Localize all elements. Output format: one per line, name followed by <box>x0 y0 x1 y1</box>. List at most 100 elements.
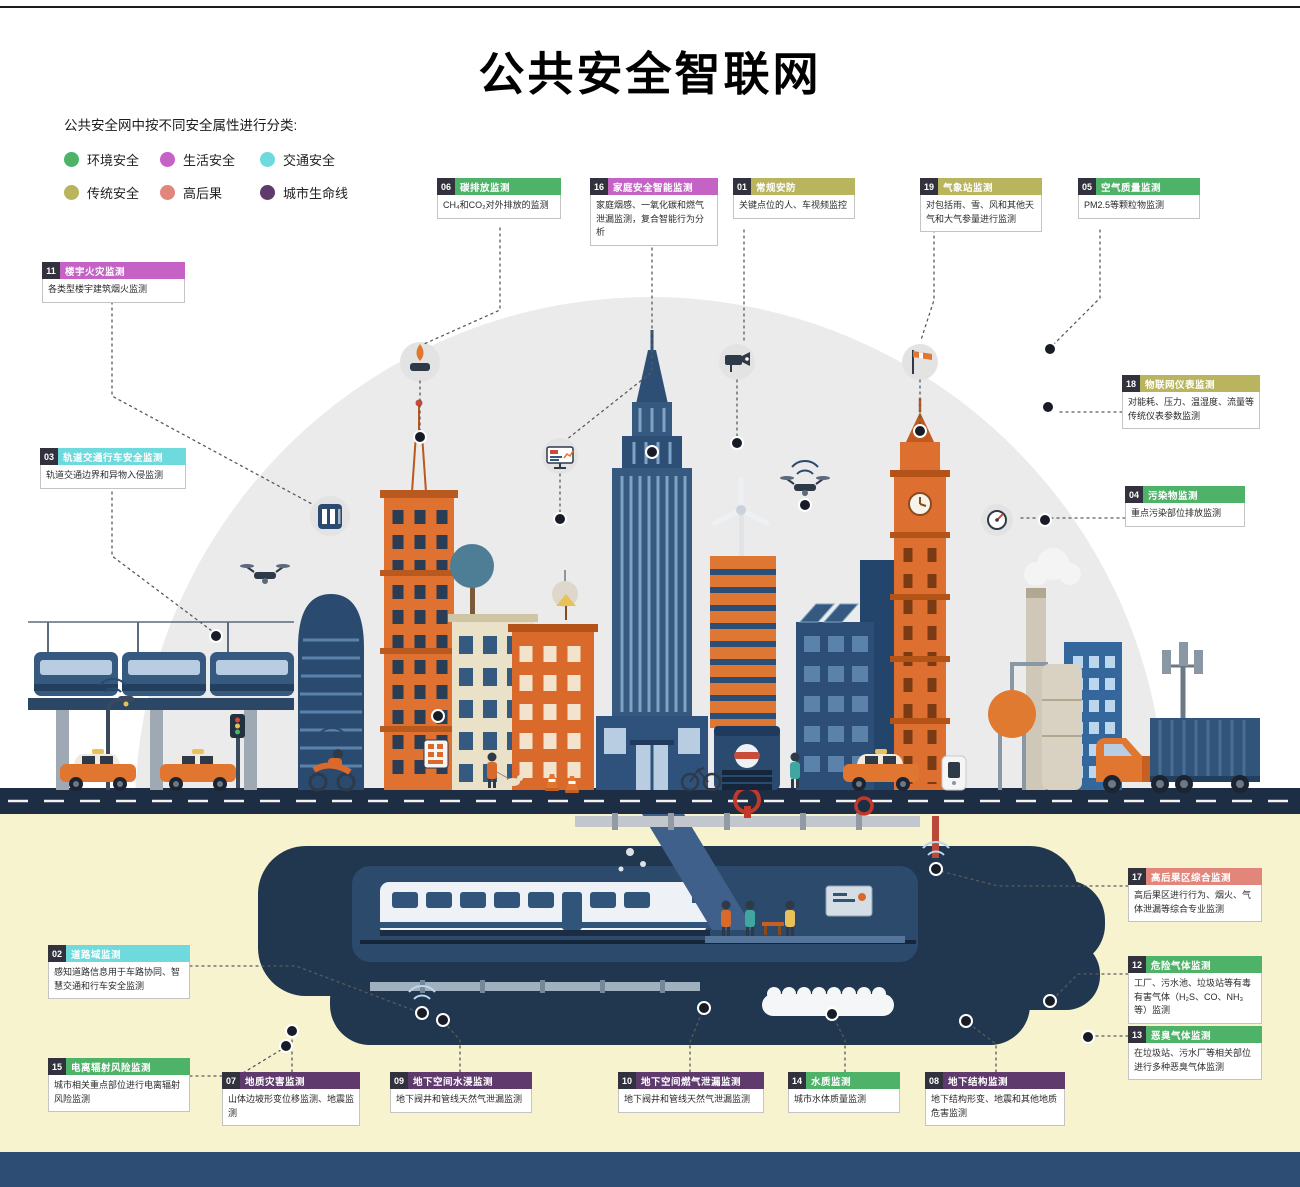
callout-title: 地下空间燃气泄漏监测 <box>636 1072 764 1089</box>
legend-label: 交通安全 <box>283 153 336 168</box>
drop-pipe <box>932 816 939 858</box>
windsock-icon <box>902 344 938 380</box>
legend-item-environment: 环境安全 <box>64 150 160 169</box>
water-pool <box>762 987 894 1016</box>
solar-panel-icon <box>822 603 860 623</box>
valve-wheel-icon <box>854 796 874 816</box>
subway-entrance <box>714 726 780 790</box>
callout-body: 家庭烟感、一氧化碳和燃气泄漏监测，复合智能行为分析 <box>590 195 718 246</box>
callout-number: 18 <box>1122 375 1140 392</box>
radome <box>552 570 578 607</box>
callout-title: 地质灾害监测 <box>240 1072 360 1089</box>
callout-body: CH₄和CO₂对外排放的监测 <box>437 195 561 219</box>
pressure-gauge-icon <box>981 504 1013 536</box>
legend-intro: 公共安全网中按不同安全属性进行分类: <box>64 118 298 133</box>
callout-title: 物联网仪表监测 <box>1140 375 1260 392</box>
callout-title: 电离辐射风险监测 <box>66 1058 190 1075</box>
clock-tower <box>890 398 950 790</box>
callout-number: 15 <box>48 1058 66 1075</box>
sphere-tank <box>988 690 1036 738</box>
chimney <box>1024 548 1081 790</box>
battery-meter-icon <box>310 496 350 536</box>
legend-label: 城市生命线 <box>283 186 349 201</box>
wifi-signal-icons <box>99 460 950 1000</box>
callout-body: 感知道路信息用于车路协同、智慧交通和行车安全监测 <box>48 962 190 999</box>
street-level <box>60 475 967 793</box>
callout-number: 01 <box>733 178 751 195</box>
solar-panel-icon <box>798 603 836 623</box>
legend-item-high-consequence: 高后果 <box>160 183 260 202</box>
traffic-light <box>230 714 245 788</box>
legend-label: 传统安全 <box>87 186 140 201</box>
callout-body: 地下阀井和管线天然气泄漏监测 <box>618 1089 764 1113</box>
bicycle <box>680 767 722 792</box>
striped-building <box>710 556 776 728</box>
elevated-rail <box>28 621 294 790</box>
callout-number: 10 <box>618 1072 636 1089</box>
callout-number: 19 <box>920 178 938 195</box>
callout-title: 地下结构监测 <box>943 1072 1065 1089</box>
callout-title: 危险气体监测 <box>1146 956 1262 973</box>
legend: 公共安全网中按不同安全属性进行分类: 环境安全 生活安全 交通安全 传统安全 高… <box>64 114 376 202</box>
top-rule <box>0 6 1300 8</box>
callout-number: 12 <box>1128 956 1146 973</box>
connector-lines <box>111 227 1129 1077</box>
olive-dot-icon <box>64 185 79 200</box>
orange-tower <box>380 399 458 790</box>
monitor-icon <box>542 438 578 474</box>
legend-item-traffic: 交通安全 <box>260 150 376 169</box>
legend-item-lifeline: 城市生命线 <box>260 183 376 202</box>
bottom-band <box>0 1152 1300 1187</box>
taxi-car <box>60 749 136 791</box>
cctv-camera-icon <box>719 344 755 380</box>
callout-number: 06 <box>437 178 455 195</box>
callout-body: 对包括雨、雪、风和其他天气和大气参量进行监测 <box>920 195 1042 232</box>
callout-title: 污染物监测 <box>1143 486 1245 503</box>
wind-turbine <box>712 477 770 576</box>
platform-display <box>825 885 873 917</box>
callout-title: 常规安防 <box>751 178 855 195</box>
callout-body: 重点污染部位排放监测 <box>1125 503 1245 527</box>
bubbles <box>618 848 646 872</box>
callout-number: 07 <box>222 1072 240 1089</box>
callout-body: 各类型楼宇建筑烟火监测 <box>42 279 185 303</box>
info-kiosk <box>941 755 967 791</box>
legend-item-life: 生活安全 <box>160 150 260 169</box>
callout-number: 02 <box>48 945 66 962</box>
callout-body: 高后果区进行行为、烟火、气体泄漏等综合专业监测 <box>1128 885 1262 922</box>
callout-body: 城市相关重点部位进行电离辐射风险监测 <box>48 1075 190 1112</box>
purple-dot-icon <box>260 185 275 200</box>
sensor-nodes <box>209 342 1095 1053</box>
rounded-navy-building <box>298 594 364 790</box>
callout-number: 14 <box>788 1072 806 1089</box>
legend-label: 高后果 <box>183 186 223 201</box>
dog <box>496 771 523 786</box>
flame-burner-icon <box>400 342 440 382</box>
road <box>0 788 1300 814</box>
callout-body: 对能耗、压力、温湿度、流量等传统仪表参数监测 <box>1122 392 1260 429</box>
metro-tunnel <box>352 814 939 1016</box>
callout-body: 关键点位的人、车视频监控 <box>733 195 855 219</box>
motorcyclist <box>308 749 356 792</box>
legend-label: 环境安全 <box>87 153 140 168</box>
callout-number: 17 <box>1128 868 1146 885</box>
truck <box>1096 718 1260 793</box>
callout-title: 道路域监测 <box>66 945 190 962</box>
water-pipe <box>575 786 920 830</box>
callout-title: 碳排放监测 <box>455 178 561 195</box>
callout-title: 恶臭气体监测 <box>1146 1026 1262 1043</box>
callout-body: PM2.5等颗粒物监测 <box>1078 195 1200 219</box>
